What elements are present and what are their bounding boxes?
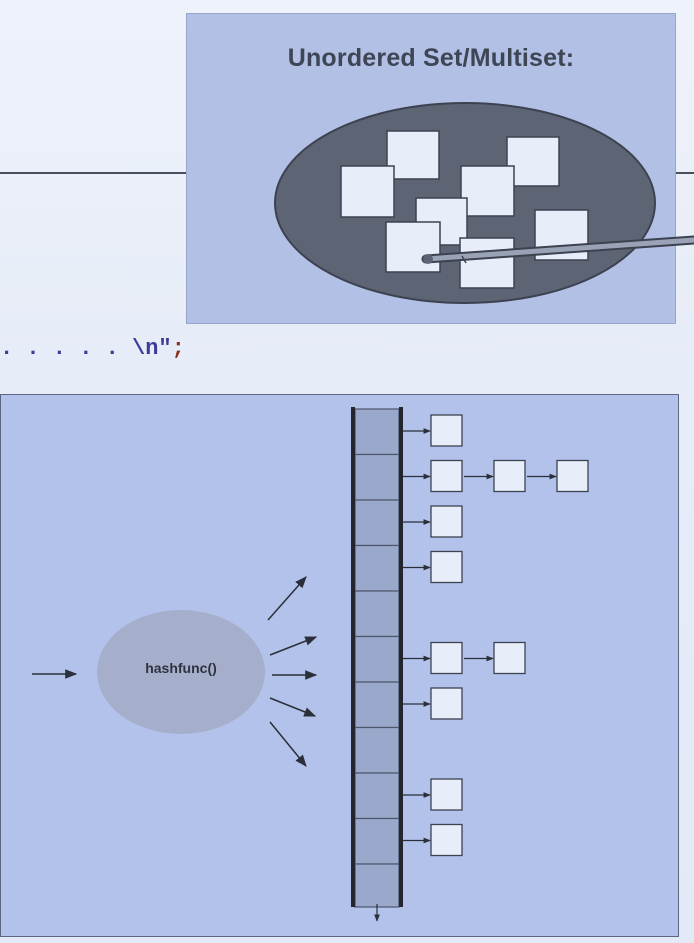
bucket-cell	[354, 726, 400, 774]
chain-node	[430, 459, 463, 493]
chain-node	[430, 687, 463, 720]
chain-node	[493, 459, 526, 493]
chain-node	[430, 414, 463, 447]
bucket-cell	[354, 863, 400, 908]
unordered-set-title: Unordered Set/Multiset:	[287, 44, 575, 72]
code-dots: . . . . .	[0, 336, 119, 361]
chain-node	[556, 459, 589, 493]
bucket-cell	[354, 453, 400, 501]
set-element	[506, 136, 560, 187]
set-element	[340, 165, 395, 218]
chain-node	[430, 505, 463, 538]
bucket-cell	[354, 772, 400, 820]
pointer-stick	[421, 235, 694, 264]
set-element	[385, 221, 441, 273]
hash-output-arrow	[267, 576, 307, 621]
code-newline: \n"	[132, 336, 172, 361]
set-element	[459, 237, 515, 289]
set-element	[386, 130, 440, 180]
hashfunc-label: hashfunc()	[145, 660, 217, 676]
bucket-array	[351, 407, 403, 908]
hashfunc-ellipse	[97, 610, 265, 734]
chain-node	[430, 823, 463, 857]
chain-node	[430, 778, 463, 811]
chain-node	[493, 641, 526, 675]
bucket-cell	[354, 590, 400, 638]
bucket-cell	[354, 681, 400, 729]
bucket-cell	[354, 635, 400, 683]
hash-output-arrow	[269, 697, 317, 717]
set-element	[460, 165, 515, 217]
chain-node	[430, 550, 463, 584]
hash-output-arrows	[267, 576, 318, 767]
set-elements	[340, 130, 589, 289]
hash-output-arrow	[269, 636, 318, 656]
bucket-cell	[354, 544, 400, 592]
bucket-cell	[354, 408, 400, 456]
bucket-cell	[354, 817, 400, 865]
chain-node	[430, 641, 463, 675]
code-semicolon: ;	[171, 336, 185, 361]
hash-output-arrow	[269, 721, 307, 767]
code-fragment: . . . . . \n";	[0, 336, 185, 361]
bucket-cell	[354, 499, 400, 547]
slide-horizontal-rule-right	[674, 172, 694, 174]
bucket-chains	[403, 414, 589, 857]
slide-horizontal-rule-left	[0, 172, 186, 174]
